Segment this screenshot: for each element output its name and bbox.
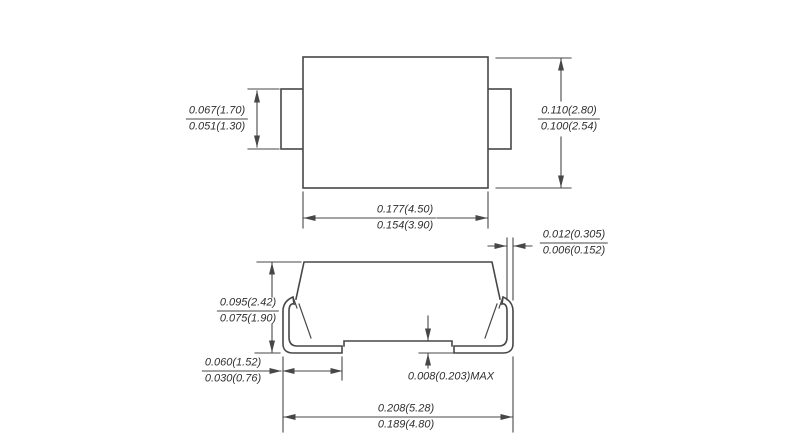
dim-upper-value: 0.177(4.50) xyxy=(373,204,437,219)
dim-terminal-thickness-label: 0.012(0.305) 0.006(0.152) xyxy=(539,229,609,258)
right-lead xyxy=(453,295,514,354)
dim-standoff-label: 0.008(0.203)MAX xyxy=(406,371,496,384)
dim-lower-value: 0.051(1.30) xyxy=(188,120,246,133)
left-terminal xyxy=(280,88,305,150)
dim-terminal-width-label: 0.067(1.70) 0.051(1.30) xyxy=(185,105,249,134)
dim-body-height-label: 0.110(2.80) 0.100(2.54) xyxy=(538,105,600,134)
dim-lower-value: 0.006(0.152) xyxy=(542,244,606,257)
dim-body-width-label: 0.177(4.50) 0.154(3.90) xyxy=(373,204,437,233)
dim-side-height-label: 0.095(2.42) 0.075(1.90) xyxy=(216,297,280,326)
dim-standoff-lines xyxy=(418,315,454,369)
body-bottom-edge xyxy=(343,340,453,347)
dim-side-height-lines xyxy=(254,261,302,354)
mold-body-inner-right xyxy=(484,303,498,339)
dim-terminal-length-lines xyxy=(262,356,343,433)
right-lead-ear xyxy=(498,296,504,309)
dim-body-width-lines xyxy=(302,191,489,229)
dim-terminal-length-label: 0.060(1.52) 0.030(0.76) xyxy=(201,357,265,386)
dim-overall-width-lines xyxy=(283,356,514,433)
left-lead xyxy=(282,295,343,354)
dim-upper-value: 0.067(1.70) xyxy=(185,105,249,120)
dim-upper-value: 0.012(0.305) xyxy=(539,229,609,244)
dim-single-value: 0.008(0.203)MAX xyxy=(407,370,495,383)
dim-terminal-thickness-lines xyxy=(487,237,533,301)
package-body-outline xyxy=(302,56,489,189)
dim-body-height-lines xyxy=(495,57,572,189)
dim-upper-value: 0.110(2.80) xyxy=(538,105,600,120)
dim-upper-value: 0.060(1.52) xyxy=(201,357,265,372)
dim-upper-value: 0.095(2.42) xyxy=(216,297,280,312)
top-view xyxy=(280,56,512,189)
dim-lower-value: 0.154(3.90) xyxy=(376,219,434,232)
mold-body xyxy=(295,261,501,300)
dim-lower-value: 0.075(1.90) xyxy=(219,312,277,325)
dim-lower-value: 0.030(0.76) xyxy=(204,372,262,385)
dim-lower-value: 0.100(2.54) xyxy=(540,120,598,133)
dim-upper-value: 0.208(5.28) xyxy=(374,403,438,418)
dim-overall-width-label: 0.208(5.28) 0.189(4.80) xyxy=(374,403,438,432)
dim-lower-value: 0.189(4.80) xyxy=(377,418,435,431)
dim-terminal-width-lines xyxy=(247,88,280,150)
right-terminal xyxy=(486,88,512,150)
left-lead-ear xyxy=(292,296,298,309)
mold-body-inner-left xyxy=(298,303,312,339)
side-view xyxy=(282,261,514,354)
